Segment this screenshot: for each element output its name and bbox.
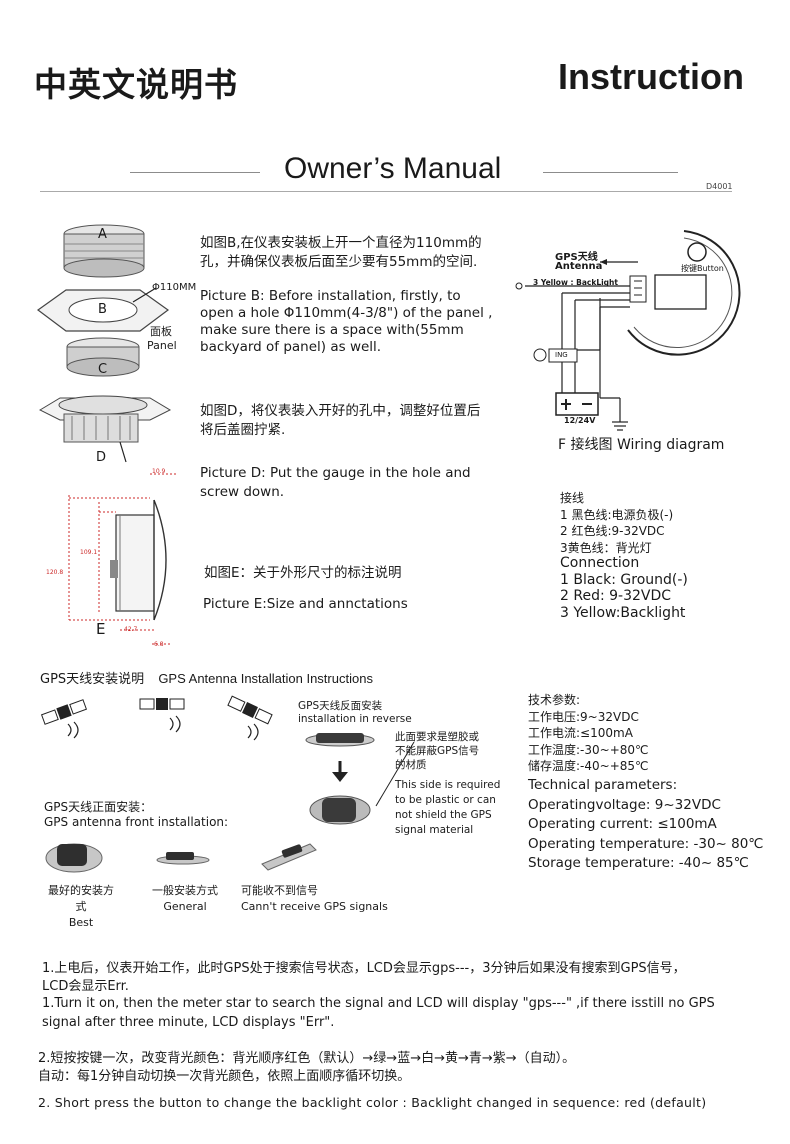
reverse-install: GPS天线反面安装 installation in reverse: [298, 700, 412, 725]
button-label: 按键Button: [681, 264, 724, 273]
dim-d1: 10.9: [152, 468, 166, 475]
label-a: A: [98, 227, 107, 242]
way-no-signal: 可能收不到信号 Cann't receive GPS signals: [241, 884, 388, 913]
chinese-title: 中英文说明书: [34, 65, 238, 104]
picture-b-cn: 如图B,在仪表安装板上开一个直径为110mm的 孔，并确保仪表板后面至少要有55…: [200, 235, 482, 270]
label-panel-en: Panel: [147, 339, 177, 352]
note-1-cn: 1.上电后，仪表开始工作，此时GPS处于搜索信号状态，LCD会显示gps---，…: [42, 961, 686, 994]
english-title: Instruction: [558, 56, 744, 97]
picture-d-cn: 如图D，将仪表装入开好的孔中，调整好位置后 将后盖圈拧紧.: [200, 403, 481, 438]
model-code: D4001: [706, 182, 733, 191]
tech-params-cn: 技术参数: 工作电压:9~32VDC 工作电流:≤100mA 工作温度:-30~…: [528, 693, 649, 773]
divider-right: [543, 172, 678, 173]
yellow-backlight-label: 3 Yellow : BackLight: [533, 278, 618, 287]
label-phi: Φ110MM: [152, 282, 197, 293]
manual-title: Owner’s Manual: [284, 152, 502, 185]
reverse-note-cn: 此面要求是塑胶或 不能屏蔽GPS信号 的材质: [395, 731, 480, 771]
picture-e-en: Picture E:Size and annctations: [203, 596, 408, 612]
connection-cn: 接线 1 黑色线:电源负极(-) 2 红色线:9-32VDC 3黄色线：背光灯: [560, 491, 674, 555]
note-2-cn: 2.短按按键一次，改变背光颜色：背光顺序红色（默认）→绿→蓝→白→黄→青→紫→（…: [38, 1051, 576, 1084]
label-c: C: [98, 362, 108, 377]
reverse-note-en: This side is required to be plastic or c…: [395, 779, 501, 836]
way-general: 一般安装方式 General: [152, 884, 218, 913]
dim-d4: 42.7: [124, 626, 138, 633]
wiring-caption: F 接线图 Wiring diagram: [558, 437, 725, 453]
tech-params-en: Technical parameters: Operatingvoltage: …: [528, 777, 764, 871]
dim-d2: 109.1: [80, 549, 98, 556]
way-best: 最好的安装方式 Best: [48, 884, 114, 929]
picture-b-en: Picture B: Before installation, firstly,…: [200, 288, 493, 355]
connection-en: Connection 1 Black: Ground(-) 2 Red: 9-3…: [560, 555, 688, 621]
ignition-label: ING: [555, 351, 568, 359]
picture-e-cn: 如图E：关于外形尺寸的标注说明: [204, 565, 402, 581]
gps-antenna-en: Antenna: [555, 261, 603, 272]
dim-d5: 6.8: [154, 641, 164, 648]
picture-d-en: Picture D: Put the gauge in the hole and…: [200, 465, 471, 500]
label-panel-cn: 面板: [150, 325, 172, 338]
divider-left: [130, 172, 260, 173]
note-1-en: 1.Turn it on, then the meter star to sea…: [42, 996, 715, 1030]
label-b: B: [98, 302, 107, 317]
front-install: GPS天线正面安装： GPS antenna front installatio…: [44, 800, 229, 829]
battery-label: 12/24V: [564, 416, 596, 425]
label-d: D: [96, 450, 107, 465]
gps-antenna-cn: GPS天线: [555, 252, 598, 263]
dim-d3: 120.8: [46, 569, 64, 576]
divider-main: [40, 191, 732, 192]
note-2-en: 2. Short press the button to change the …: [38, 1095, 707, 1110]
gps-heading: GPS天线安装说明 GPS Antenna Installation Instr…: [40, 671, 373, 687]
label-e: E: [96, 620, 106, 638]
